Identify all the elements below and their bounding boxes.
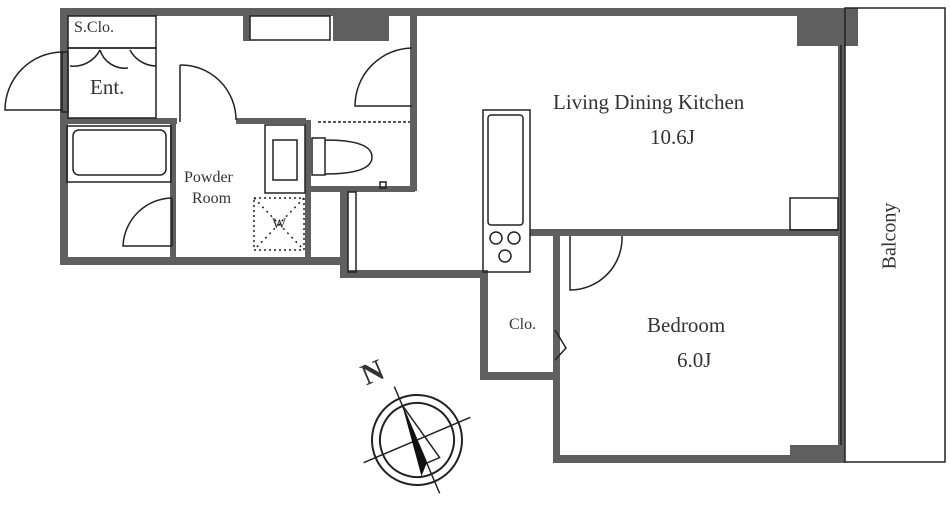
- label-balcony: Balcony: [878, 202, 901, 270]
- label-storage-closet: S.Clo.: [74, 19, 115, 36]
- label-powder-room-2: Room: [192, 190, 232, 207]
- label-powder-room: Powder: [184, 169, 233, 186]
- compass-rose: [363, 386, 471, 494]
- label-bedroom: Bedroom: [647, 313, 726, 337]
- fixtures: [4, 7, 946, 463]
- label-ldk: Living Dining Kitchen: [553, 90, 745, 114]
- label-bedroom-size: 6.0J: [677, 348, 712, 372]
- label-washer: W: [272, 216, 287, 232]
- label-ldk-size: 10.6J: [650, 125, 695, 149]
- label-closet: Clo.: [509, 316, 537, 333]
- label-entrance: Ent.: [90, 75, 125, 99]
